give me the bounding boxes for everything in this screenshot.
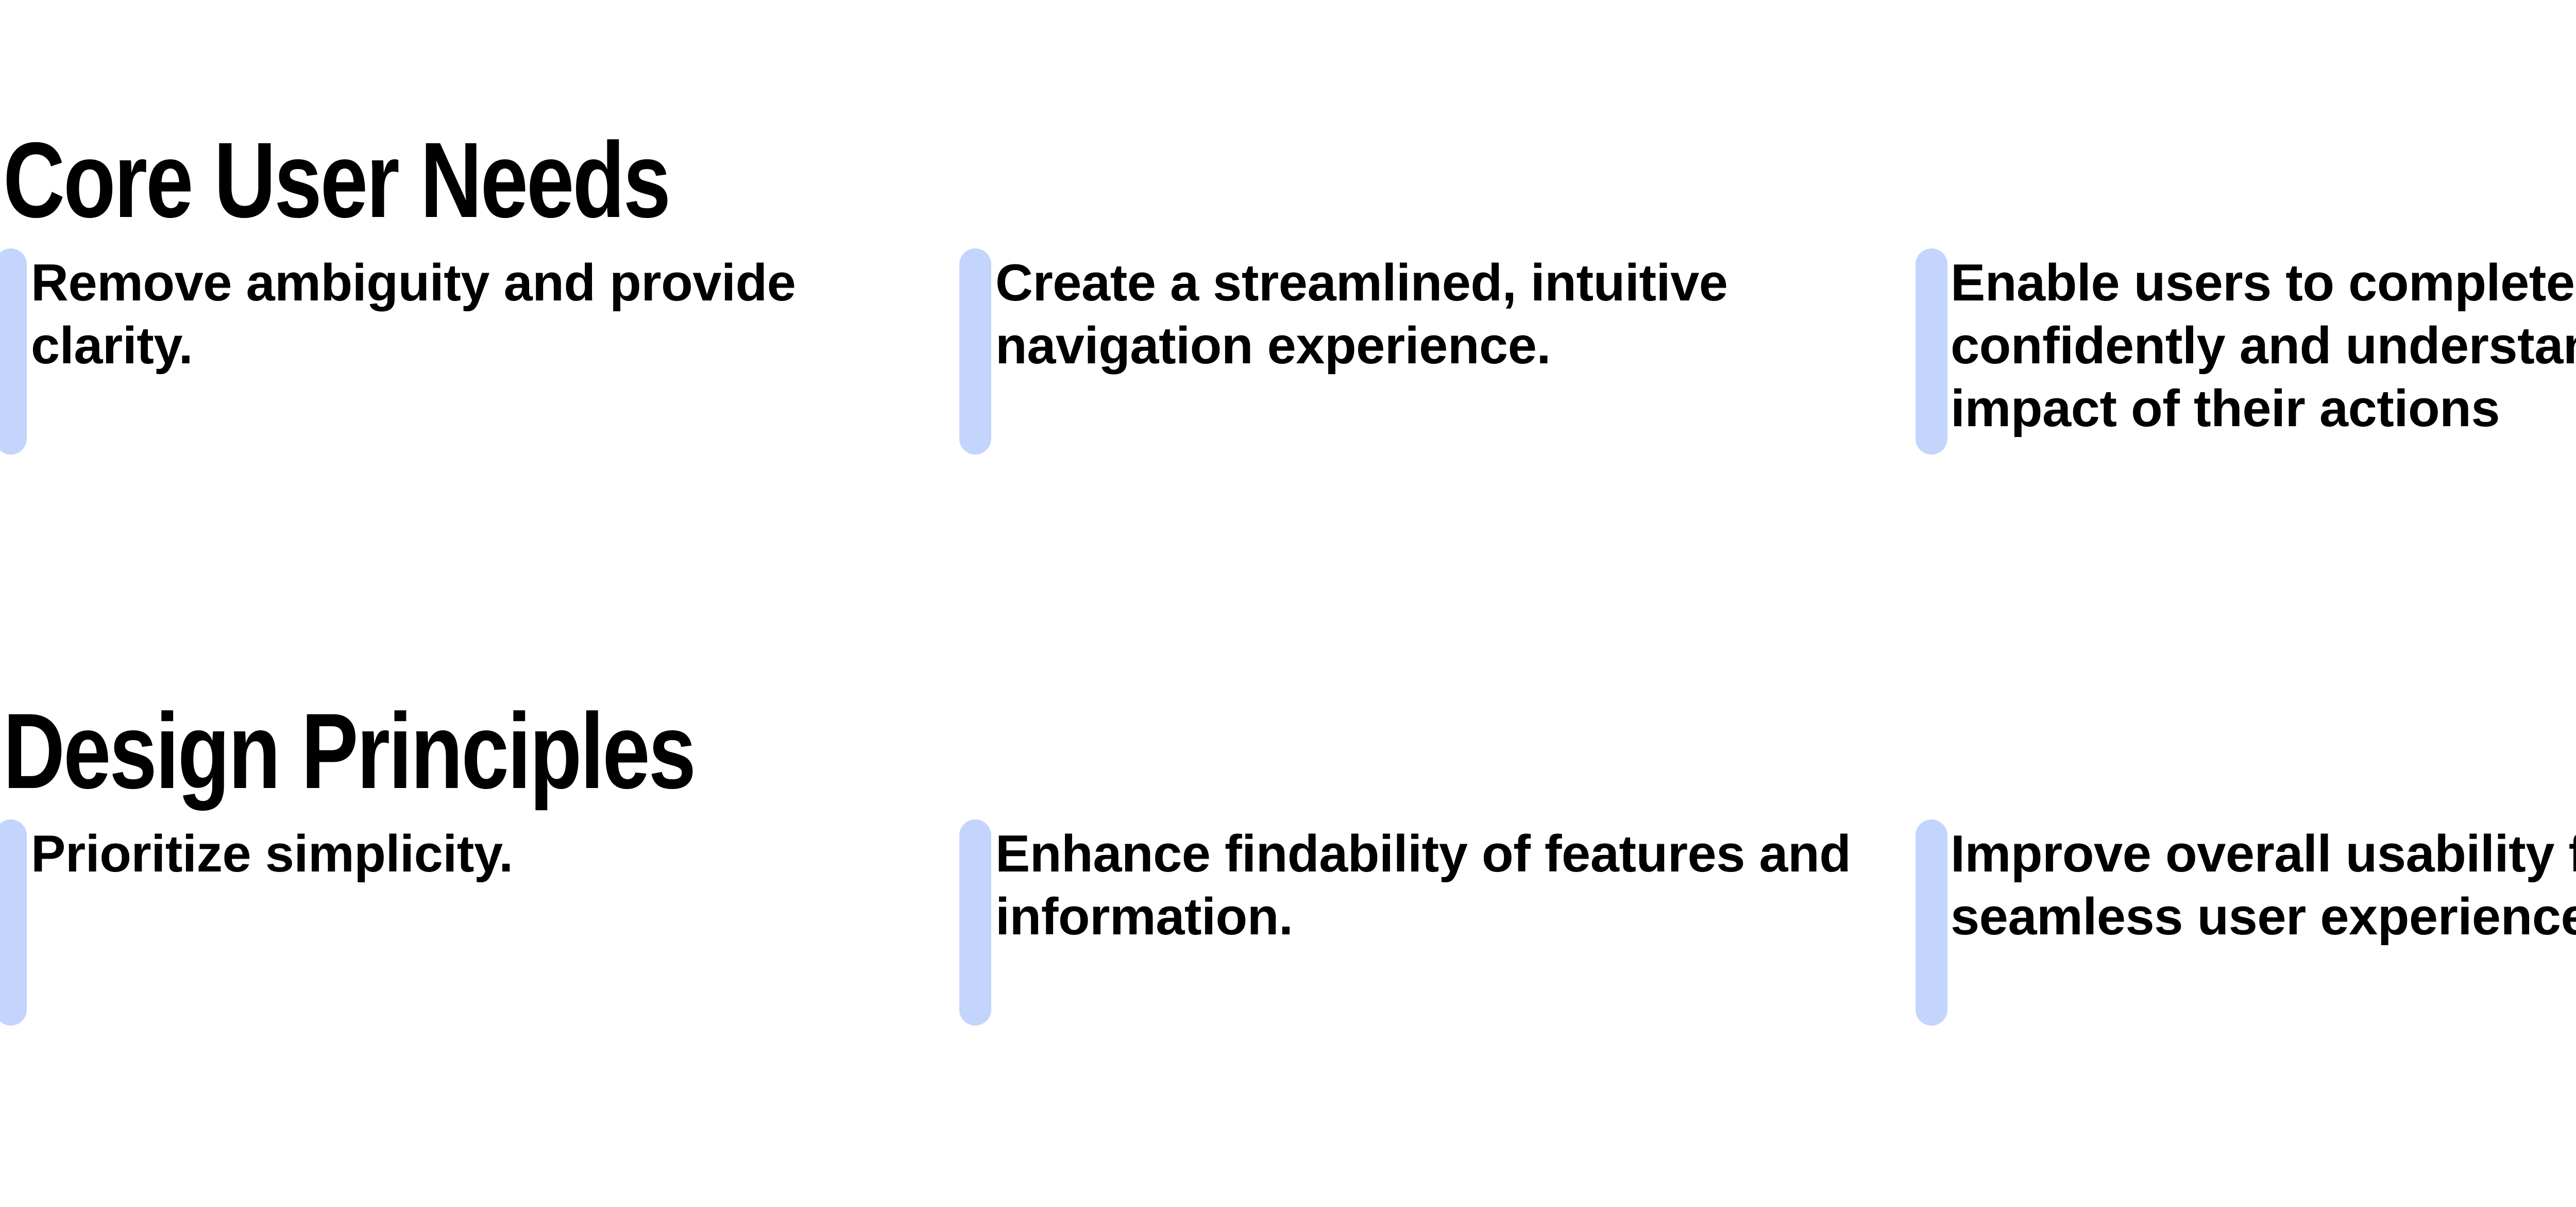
accent-bar-icon: [959, 248, 991, 455]
card-core-3-text: Enable users to complete tasks confident…: [1951, 254, 2576, 438]
section-design-principles: Design Principles Prioritize simplicity.…: [0, 692, 2576, 1041]
card-principles-3: Improve overall usability for a seamless…: [1916, 819, 2576, 1026]
accent-bar-icon: [0, 819, 27, 1026]
card-principles-1-text: Prioritize simplicity.: [31, 825, 513, 883]
accent-bar-icon: [959, 819, 991, 1026]
section-core-user-needs: Core User Needs Remove ambiguity and pro…: [0, 121, 2576, 470]
card-principles-3-text: Improve overall usability for a seamless…: [1951, 825, 2576, 946]
accent-bar-icon: [0, 248, 27, 455]
card-core-1: Remove ambiguity and provide clarity.: [0, 248, 938, 455]
card-core-2-text: Create a streamlined, intuitive navigati…: [995, 254, 1728, 375]
section-title-core-user-needs: Core User Needs: [3, 121, 671, 240]
accent-bar-icon: [1916, 248, 1947, 455]
card-principles-1: Prioritize simplicity.: [0, 819, 938, 1026]
card-row-design-principles: Prioritize simplicity. Enhance findabili…: [0, 819, 2576, 1041]
section-title-design-principles: Design Principles: [3, 692, 696, 811]
card-core-1-text: Remove ambiguity and provide clarity.: [31, 254, 796, 375]
card-principles-2-text: Enhance findability of features and info…: [995, 825, 1851, 946]
card-core-3: Enable users to complete tasks confident…: [1916, 248, 2576, 455]
card-row-core-user-needs: Remove ambiguity and provide clarity. Cr…: [0, 248, 2576, 470]
card-principles-2: Enhance findability of features and info…: [959, 819, 1902, 1026]
card-core-2: Create a streamlined, intuitive navigati…: [959, 248, 1902, 455]
accent-bar-icon: [1916, 819, 1947, 1026]
